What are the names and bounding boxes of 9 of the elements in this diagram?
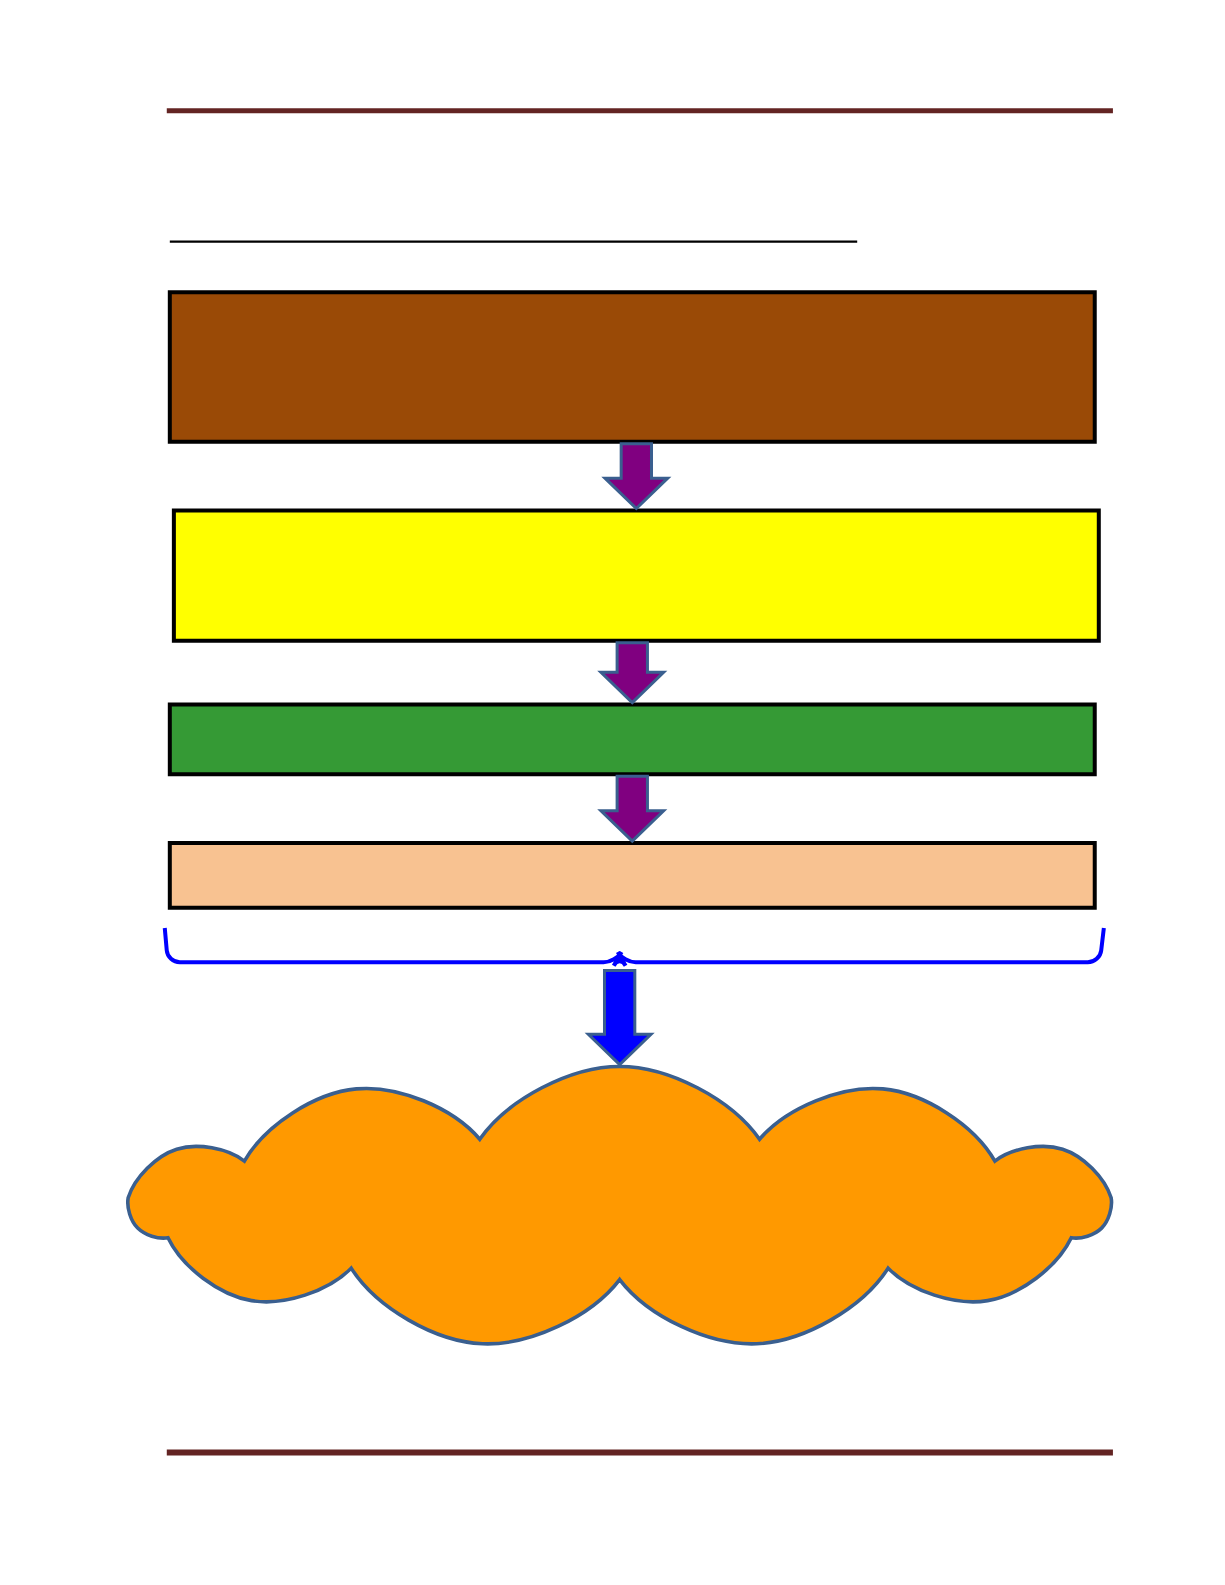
block-arrow: [597, 774, 668, 844]
process-box: [167, 841, 1097, 910]
block-arrow: [601, 442, 672, 511]
process-box: [167, 290, 1097, 444]
block-arrow: [584, 968, 655, 1067]
cloud-shape: [125, 1064, 1114, 1346]
block-arrow: [597, 641, 668, 705]
process-box: [167, 702, 1097, 777]
process-box: [171, 508, 1101, 643]
